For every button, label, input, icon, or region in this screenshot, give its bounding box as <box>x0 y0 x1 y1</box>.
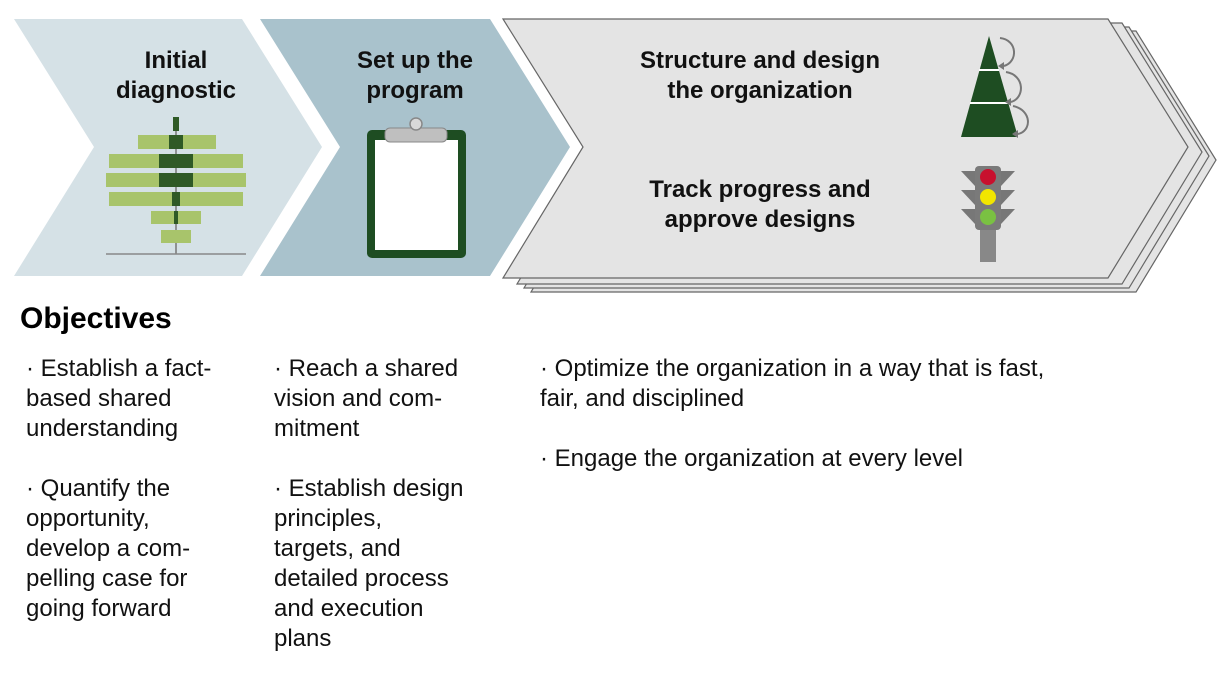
stage3-chevron <box>501 18 1189 279</box>
traffic-light-icon <box>961 166 1015 262</box>
objective-item: · Establish design principles, targets, … <box>274 475 464 652</box>
objectives-heading: Objectives <box>20 302 172 335</box>
stage-title-initial-diagnostic: Initial diagnostic <box>115 47 236 104</box>
objective-item: · Establish a fact- based shared underst… <box>26 355 212 442</box>
objective-item: · Engage the organization at every level <box>540 445 963 472</box>
objective-item: · Quantify the opportunity, develop a co… <box>26 475 191 622</box>
objectives-column-2: · Reach a shared vision and com- mitment… <box>274 354 524 684</box>
stage-title-structure-design: Structure and design the organization <box>639 47 881 104</box>
objective-item: · Optimize the organization in a way tha… <box>540 355 1045 412</box>
stage-title-setup-program: Set up the program <box>356 47 473 104</box>
objectives-column-1: · Establish a fact- based shared underst… <box>26 354 266 654</box>
process-diagram <box>14 18 1217 293</box>
objective-item: · Reach a shared vision and com- mitment <box>274 355 459 442</box>
objectives-column-3: · Optimize the organization in a way tha… <box>540 354 1180 504</box>
stage-title-track-progress: Track progress and approve designs <box>649 176 871 233</box>
tornado-chart-icon <box>106 117 246 255</box>
clipboard-icon <box>367 117 466 258</box>
pyramid-cascade-icon <box>961 36 1029 138</box>
